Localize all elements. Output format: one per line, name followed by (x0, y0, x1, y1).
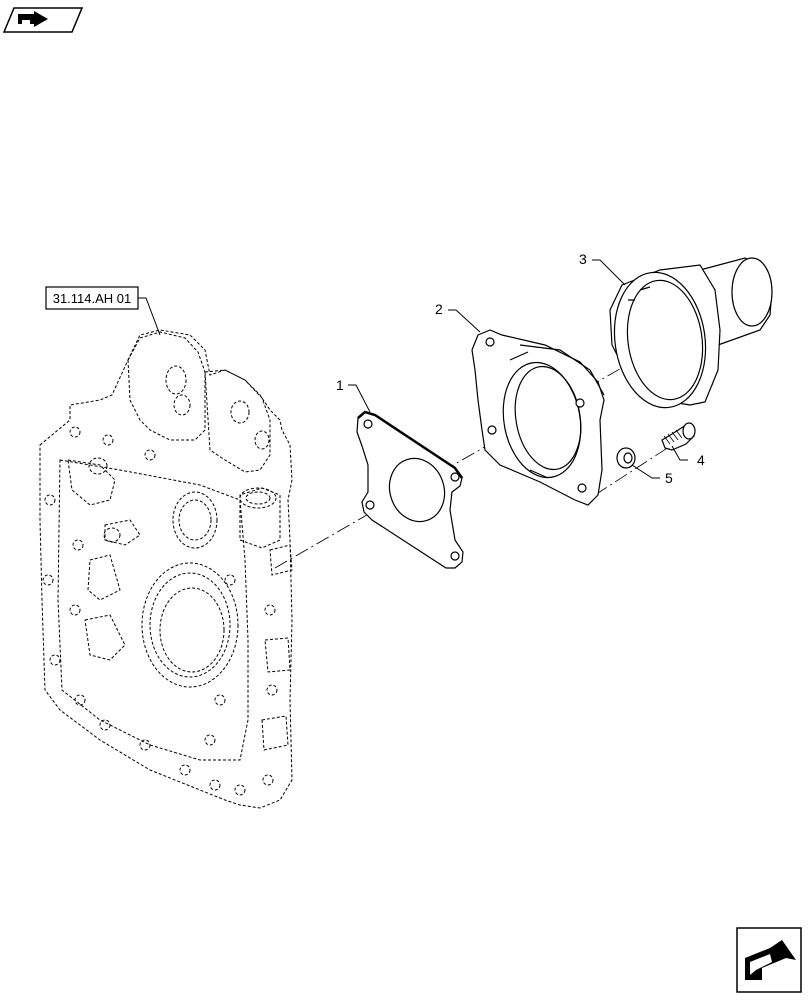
part-4-bolt[interactable] (661, 422, 696, 451)
callout-leaders (348, 259, 688, 479)
callout-2[interactable]: 2 (435, 301, 443, 317)
reference-callout[interactable]: 31.114.AH 01 (45, 286, 161, 336)
part-1-gasket[interactable] (356, 410, 464, 569)
callout-4[interactable]: 4 (697, 452, 705, 468)
part-2-flange-cover[interactable] (471, 329, 605, 506)
reference-label: 31.114.AH 01 (53, 291, 132, 306)
callout-3[interactable]: 3 (579, 251, 587, 267)
next-page-arrow-icon[interactable] (736, 927, 802, 993)
part-5-washer[interactable] (616, 447, 636, 469)
transmission-housing (39, 329, 293, 809)
part-3-bell-housing[interactable] (606, 257, 773, 414)
callout-5[interactable]: 5 (665, 470, 673, 486)
callout-1[interactable]: 1 (336, 377, 344, 393)
previous-page-arrow-icon[interactable] (2, 7, 84, 33)
center-lines (274, 339, 673, 569)
